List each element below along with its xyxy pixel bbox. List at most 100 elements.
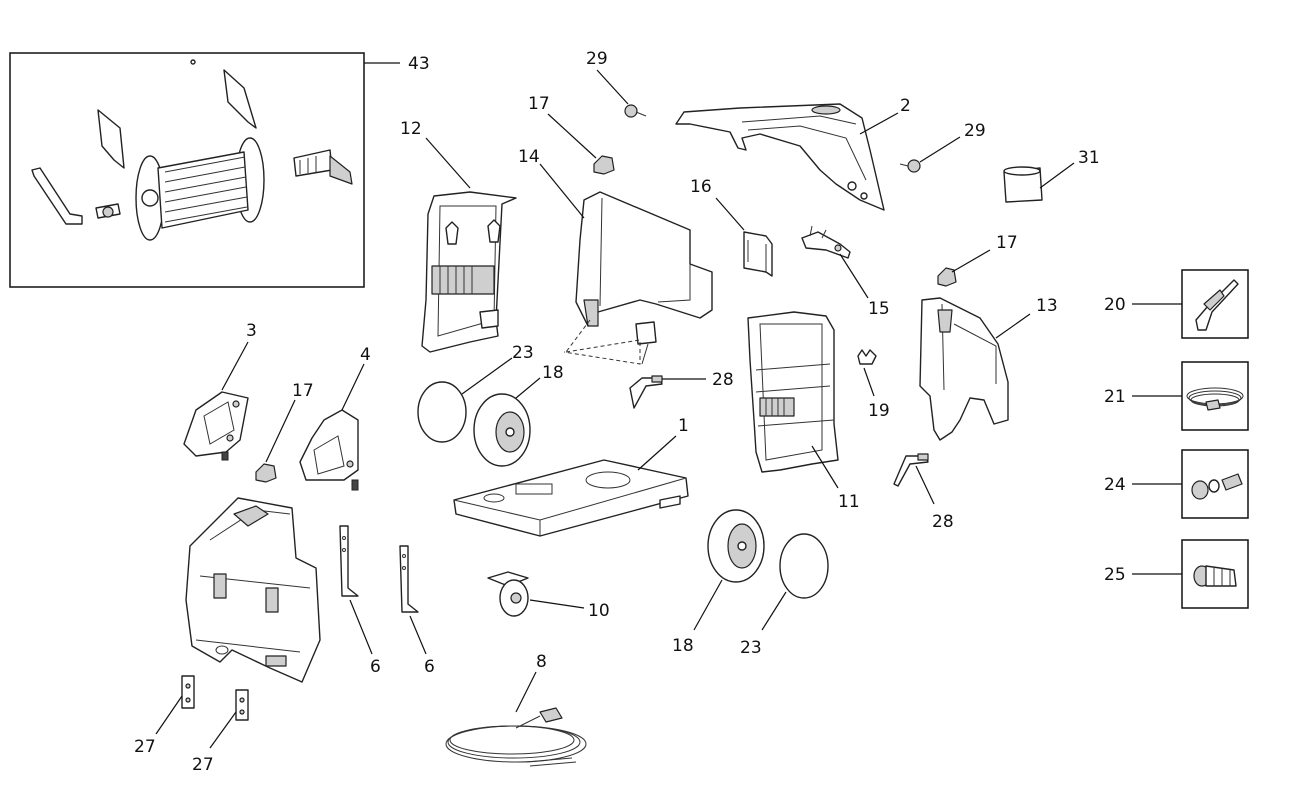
part-4-hose-hook xyxy=(299,409,359,491)
callout-10: 10 xyxy=(588,601,610,621)
part-8-power-cord xyxy=(445,707,587,767)
callout-17b: 17 xyxy=(292,381,314,401)
part-29-screw-right xyxy=(899,159,921,173)
part-18-wheel-right xyxy=(707,509,765,583)
leader-11 xyxy=(811,445,839,489)
callout-17a: 17 xyxy=(528,94,550,114)
leader-12 xyxy=(425,137,471,189)
callout-28a: 28 xyxy=(712,370,734,390)
leader-19 xyxy=(863,367,875,397)
callout-31: 31 xyxy=(1078,148,1100,168)
part-18-wheel-left xyxy=(473,393,531,467)
part-31-cup xyxy=(1003,166,1043,203)
leader-17c xyxy=(951,249,991,273)
front-panel-vent xyxy=(759,397,795,417)
callout-12: 12 xyxy=(400,119,422,139)
part-13-side-housing xyxy=(919,297,1009,441)
motor-component xyxy=(563,319,657,365)
hose-reel-drum xyxy=(135,137,265,241)
callout-15: 15 xyxy=(868,299,890,319)
leader-17b xyxy=(265,399,296,463)
callout-27a: 27 xyxy=(134,737,156,757)
part-10-caster xyxy=(487,571,529,617)
callout-21: 21 xyxy=(1104,387,1126,407)
part-15-switch xyxy=(801,225,851,259)
leader-10 xyxy=(529,599,585,609)
callout-29a: 29 xyxy=(586,49,608,69)
part-6-bracket-right xyxy=(399,545,419,613)
part-11-front-panel xyxy=(747,311,839,473)
part-3-hose-hook xyxy=(183,391,249,461)
part-1-base-frame xyxy=(453,459,689,537)
callout-43: 43 xyxy=(408,54,430,74)
part-28-fitting-center xyxy=(629,375,663,409)
part-6-bracket-left xyxy=(339,525,359,597)
part-23-hubcap-left xyxy=(417,381,467,443)
callout-23b: 23 xyxy=(740,638,762,658)
leader-1 xyxy=(637,435,677,471)
callout-19: 19 xyxy=(868,401,890,421)
reel-crank-handle xyxy=(293,149,353,185)
reel-bracket-right xyxy=(223,69,257,129)
callout-4: 4 xyxy=(360,345,371,365)
callout-6a: 6 xyxy=(370,657,381,677)
reel-screw xyxy=(190,59,196,65)
callout-28b: 28 xyxy=(932,512,954,532)
main-body-shell xyxy=(185,497,321,683)
rear-panel-vent xyxy=(431,265,495,295)
hose-reel-kit-inset xyxy=(9,52,365,288)
leader-29a xyxy=(596,69,629,105)
leader-29b xyxy=(919,136,961,163)
accessory-20-spray-gun xyxy=(1181,269,1249,339)
accessory-21-hose xyxy=(1181,361,1249,431)
leader-13 xyxy=(995,313,1031,339)
callout-27b: 27 xyxy=(192,755,214,775)
reel-hose-connector xyxy=(95,203,121,219)
part-27-clip-left xyxy=(181,675,195,709)
leader-15 xyxy=(839,253,869,299)
callout-11: 11 xyxy=(838,492,860,512)
part-27-clip-right xyxy=(235,689,249,721)
leader-4 xyxy=(341,363,365,411)
leader-28b xyxy=(915,465,935,505)
part-23-hubcap-right xyxy=(779,533,829,599)
callout-18b: 18 xyxy=(672,636,694,656)
leader-14 xyxy=(539,163,585,219)
leader-6b xyxy=(409,615,427,655)
callout-8: 8 xyxy=(536,652,547,672)
leader-31 xyxy=(1039,162,1075,189)
leader-23b xyxy=(761,591,787,631)
callout-23a: 23 xyxy=(512,343,534,363)
part-17-knob-left xyxy=(255,463,277,483)
callout-17c: 17 xyxy=(996,233,1018,253)
accessory-24-connector-set xyxy=(1181,449,1249,519)
part-2-top-handle xyxy=(675,103,885,211)
leader-18a xyxy=(515,377,541,399)
part-29-screw-top xyxy=(624,104,647,118)
reel-leader-hose xyxy=(31,167,83,225)
part-12-rear-panel xyxy=(421,191,517,353)
leader-18b xyxy=(693,579,723,631)
reel-bracket-left xyxy=(97,109,125,169)
callout-16: 16 xyxy=(690,177,712,197)
leader-2 xyxy=(859,112,899,135)
callout-1: 1 xyxy=(678,416,689,436)
callout-29b: 29 xyxy=(964,121,986,141)
callout-6b: 6 xyxy=(424,657,435,677)
leader-16 xyxy=(715,197,745,231)
leader-3 xyxy=(221,341,249,391)
leader-6a xyxy=(349,599,373,655)
part-19-hook xyxy=(857,349,877,365)
callout-20: 20 xyxy=(1104,295,1126,315)
callout-14: 14 xyxy=(518,147,540,167)
callout-24: 24 xyxy=(1104,475,1126,495)
callout-13: 13 xyxy=(1036,296,1058,316)
callout-3: 3 xyxy=(246,321,257,341)
part-14-motor-cover xyxy=(575,191,713,327)
callout-25: 25 xyxy=(1104,565,1126,585)
leader-8 xyxy=(515,671,537,713)
accessory-25-nozzle xyxy=(1181,539,1249,609)
part-17-knob-top xyxy=(593,155,615,175)
callout-2: 2 xyxy=(900,96,911,116)
